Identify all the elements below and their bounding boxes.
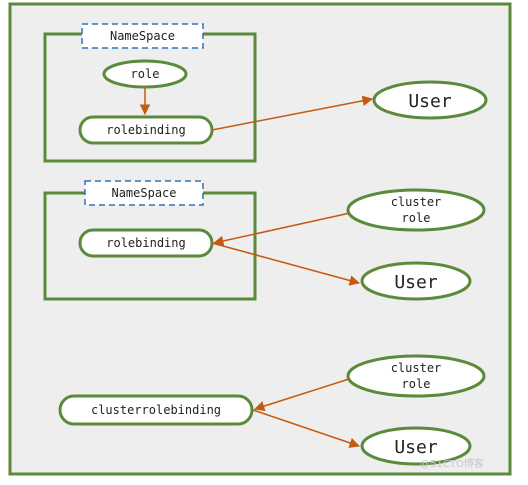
rolebinding-label-2: rolebinding <box>106 236 185 250</box>
namespace-label-box-2 <box>84 180 204 206</box>
clusterrole-ellipse-1 <box>346 188 486 232</box>
user-node-3: User <box>360 426 472 466</box>
namespace-box-2: NameSpace <box>43 180 257 301</box>
user-ellipse-3 <box>360 426 472 466</box>
namespace-label-1: NameSpace <box>110 29 175 43</box>
role-label: role <box>131 67 160 81</box>
rolebinding-label-1: rolebinding <box>106 123 185 137</box>
rolebinding-node-1: rolebinding <box>78 115 214 145</box>
user-node-1: User <box>372 80 488 120</box>
clusterrole-ellipse-2 <box>346 354 486 398</box>
user-ellipse-2 <box>360 261 472 301</box>
user-label-2: User <box>394 272 438 293</box>
arrow-clusterrole-to-clusterrolebinding <box>253 378 350 412</box>
watermark: @51CTO博客 <box>420 457 484 470</box>
rolebinding-node-2: rolebinding <box>78 228 214 258</box>
arrow-rolebinding-to-user-1 <box>211 95 374 131</box>
user-ellipse-1 <box>372 80 488 120</box>
arrow-rolebinding-to-user-2 <box>211 242 361 286</box>
namespace-label-box-1 <box>81 23 204 49</box>
arrow-clusterrolebinding-to-user-3 <box>252 409 360 448</box>
clusterrole-label-1-line2: role <box>402 211 431 225</box>
clusterrole-node-1: cluster role <box>346 188 486 232</box>
namespace-box-1: NameSpace <box>43 23 257 163</box>
user-label-3: User <box>394 437 438 458</box>
user-label-1: User <box>408 91 452 112</box>
user-node-2: User <box>360 261 472 301</box>
arrow-clusterrole-to-rolebinding <box>212 212 351 247</box>
clusterrole-node-2: cluster role <box>346 354 486 398</box>
clusterrole-label-1-line1: cluster <box>391 195 442 209</box>
clusterrolebinding-pill <box>58 394 254 426</box>
clusterrolebinding-label: clusterrolebinding <box>91 403 221 417</box>
namespace-label-2: NameSpace <box>111 186 176 200</box>
clusterrolebinding-node: clusterrolebinding <box>58 394 254 426</box>
clusterrole-label-2-line1: cluster <box>391 361 442 375</box>
role-node: role <box>102 59 188 89</box>
clusterrole-label-2-line2: role <box>402 377 431 391</box>
role-ellipse <box>102 59 188 89</box>
